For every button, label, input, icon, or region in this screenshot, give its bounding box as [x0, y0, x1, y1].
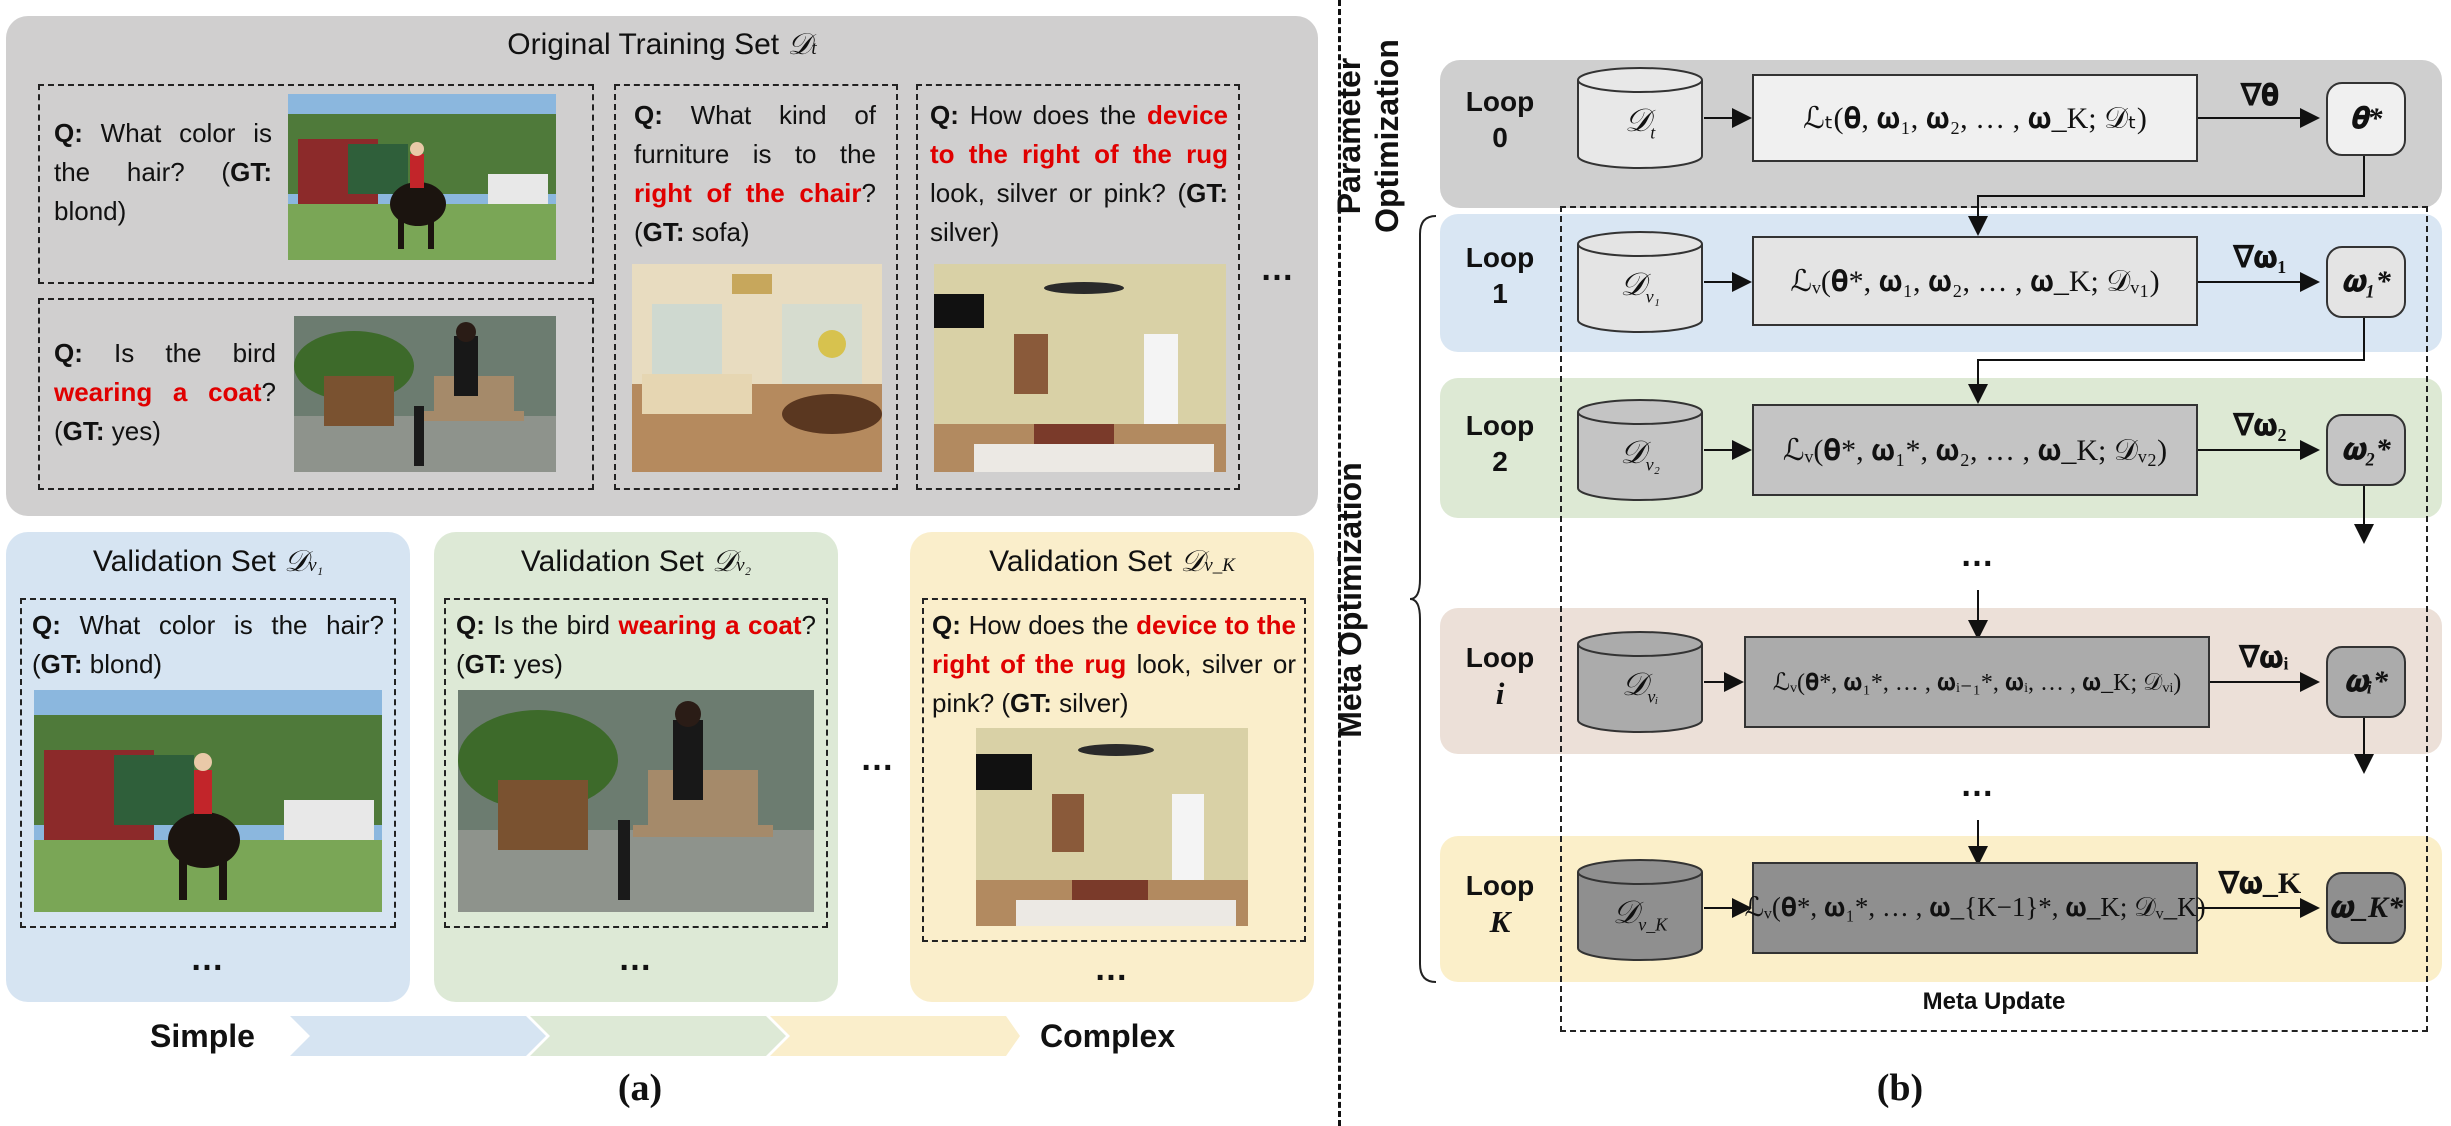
output-box-i: 𝛚ᵢ*	[2326, 646, 2406, 718]
validation-card-k	[922, 598, 1306, 942]
dataset-label-2: 𝒟v₂	[1620, 434, 1660, 475]
validation-set-1-title: Validation Set 𝒟v₁	[92, 545, 324, 578]
photo-horse-rider	[288, 94, 556, 260]
train-card-4	[916, 84, 1240, 490]
meta-optimization-label: Meta Optimization	[1332, 462, 1368, 738]
loss-box-k: ℒᵥ(𝛉*, 𝛚₁*, … , 𝛚_{K−1}*, 𝛚_K; 𝒟ᵥ_K)	[1744, 862, 2206, 954]
meta-update-label: Meta Update	[1922, 988, 2066, 1015]
validation-card-k-text: Q: How does the device to the right of t…	[932, 610, 1297, 718]
output-box-0: 𝛉*	[2326, 82, 2406, 156]
validation-k-dots: …	[1094, 950, 1130, 988]
gradient-label-2: ∇𝛚₂	[2233, 409, 2287, 442]
validation-card-2	[444, 598, 828, 928]
train-card-4-text: Q: How does the device to the right of t…	[930, 100, 1228, 247]
complexity-arrow	[290, 1016, 1020, 1056]
train-card-1	[38, 84, 594, 284]
meta-update-frame	[1560, 206, 2428, 1032]
loss-box-1: ℒᵥ(𝛉*, 𝛚₁, 𝛚₂, … , 𝛚_K; 𝒟ᵥ₁)	[1752, 236, 2198, 326]
gradient-label-1: ∇𝛚₁	[2233, 241, 2287, 274]
loop-gap-dots-1: …	[1960, 536, 1996, 574]
meta-brace	[1409, 215, 1437, 983]
dataset-cylinder-1	[1577, 231, 1703, 333]
train-card-2-text: Q: Is the bird wearing a coat? (GT: yes)	[54, 338, 276, 446]
dataset-label-1: 𝒟v₁	[1620, 266, 1660, 307]
validation-card-2-text: Q: Is the bird wearing a coat? (GT: yes)	[456, 610, 816, 679]
validation-2-dots: …	[618, 940, 654, 978]
gradient-label-i: ∇𝛚ᵢ	[2239, 641, 2289, 674]
validation-card-1-text: Q: What color is the hair? (GT: blond)	[32, 610, 384, 679]
parameter-optimization-label: Parameter Optimization	[1331, 39, 1405, 233]
dataset-cylinder-2	[1577, 399, 1703, 501]
simple-label: Simple	[150, 1018, 255, 1054]
gradient-label-k: ∇𝛚_K	[2218, 867, 2302, 900]
photo-living-room	[632, 264, 882, 472]
caption-b: (b)	[1876, 1067, 1924, 1109]
loss-box-i: ℒᵥ(𝛉*, 𝛚₁*, … , 𝛚ᵢ₋₁*, 𝛚ᵢ, … , 𝛚_K; 𝒟ᵥᵢ)	[1744, 636, 2210, 728]
dataset-label-0: 𝒟t	[1624, 102, 1656, 143]
training-set-title: Original Training Set 𝒟t	[507, 28, 817, 61]
dataset-cylinder-i	[1577, 631, 1703, 733]
dataset-cylinder-k	[1577, 859, 1703, 961]
photo-horse-rider-val	[34, 690, 382, 912]
dataset-label-k: 𝒟v_K	[1612, 894, 1668, 935]
train-card-2	[38, 298, 594, 490]
validation-card-1	[20, 598, 396, 928]
loss-box-0: ℒₜ(𝛉, 𝛚₁, 𝛚₂, … , 𝛚_K; 𝒟ₜ)	[1752, 74, 2198, 162]
train-more-dots: …	[1260, 250, 1296, 288]
flow-connectors	[1704, 108, 2374, 918]
divider-line	[1338, 0, 1341, 1126]
train-card-1-text: Q: What color is the hair? (GT: blond)	[54, 118, 272, 226]
photo-bedroom-val	[976, 728, 1248, 926]
loop-gap-dots-2: …	[1960, 766, 1996, 804]
validation-1-dots: …	[190, 940, 226, 978]
validation-between-dots: …	[860, 740, 896, 778]
train-card-3	[614, 84, 898, 490]
output-box-k: 𝛚_K*	[2326, 872, 2406, 944]
output-box-2: 𝛚₂*	[2326, 414, 2406, 486]
validation-set-2-title: Validation Set 𝒟v₂	[520, 545, 752, 578]
caption-a: (a)	[617, 1067, 663, 1109]
gradient-label-0: ∇𝛉	[2241, 79, 2279, 112]
photo-woman-bench	[294, 316, 556, 472]
dataset-cylinder-0	[1577, 67, 1703, 169]
dataset-label-i: 𝒟vᵢ	[1621, 666, 1659, 707]
train-card-3-text: Q: What kind of furniture is to the righ…	[634, 100, 876, 247]
photo-bedroom	[934, 264, 1226, 472]
photo-woman-bench-val	[458, 690, 814, 912]
loss-box-2: ℒᵥ(𝛉*, 𝛚₁*, 𝛚₂, … , 𝛚_K; 𝒟ᵥ₂)	[1752, 404, 2198, 496]
complex-label: Complex	[1040, 1018, 1176, 1054]
output-box-1: 𝛚₁*	[2326, 246, 2406, 318]
validation-set-k-title: Validation Set 𝒟v_K	[989, 545, 1235, 578]
